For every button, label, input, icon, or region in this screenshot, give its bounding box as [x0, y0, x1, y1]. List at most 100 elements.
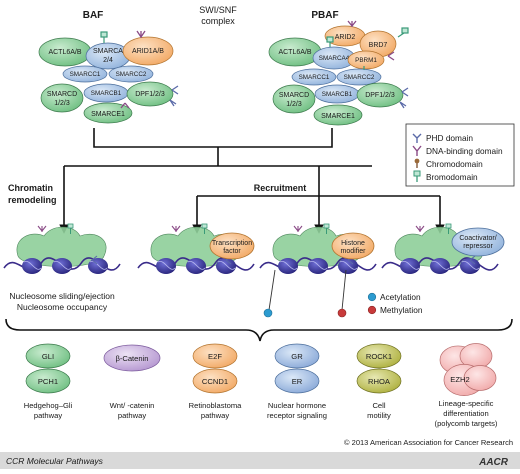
pathway-6: EZH2Lineage-specificdifferentiation(poly…	[435, 343, 498, 428]
pathway-caption-line1: Retinoblastoma	[189, 401, 243, 410]
pathway-oval-top	[274, 343, 320, 369]
nucleosome	[88, 258, 108, 274]
chromatin-scene-3	[259, 223, 377, 274]
chromatin-scene-4	[381, 223, 499, 274]
pathway-top-label: GLI	[42, 352, 54, 361]
pbaf-smarcb1: SMARCB1	[322, 91, 353, 98]
pbaf-smarca4: SMARCA4	[319, 55, 350, 62]
baf-complex: ACTL6A/B SMARCA 2/4 ARID1A/B SMARCC1 SMA…	[38, 30, 179, 124]
methylation-dot-icon	[367, 305, 377, 315]
legend-label-chromodomain: Chromodomain	[426, 159, 483, 169]
pathway-caption-line2: motility	[367, 411, 391, 420]
acetylation-legend: Acetylation	[367, 292, 421, 302]
pathway-caption-line1: Hedgehog–Gli	[24, 401, 73, 410]
nucleosome-caption-line1: Nucleosome sliding/ejection	[9, 291, 115, 301]
pathway-bottom-label: ER	[292, 377, 303, 386]
chromatin-remodeling-label-line1: Chromatin	[8, 183, 53, 193]
pbaf-dna-binding-icon	[347, 20, 395, 61]
baf-smarce1: SMARCE1	[91, 111, 125, 118]
nucleosome	[156, 258, 176, 274]
dna-binding-icon	[37, 225, 47, 232]
dna-binding-icon	[293, 225, 303, 232]
methylation-label: Methylation	[380, 305, 423, 315]
pbaf-pbrm1: PBRM1	[355, 57, 377, 64]
pathway-caption-line2: differentiation	[443, 409, 488, 418]
copyright: © 2013 American Association for Cancer R…	[344, 438, 513, 447]
pathway-oval-top	[192, 343, 238, 369]
pathway-caption-line2: pathway	[34, 411, 62, 420]
baf-dna-binding-icon-2	[120, 102, 130, 109]
bromodomain-icon	[201, 223, 208, 229]
journal-name: CCR Molecular Pathways	[6, 456, 104, 466]
curly-brace	[5, 318, 513, 342]
acetylation-mark	[263, 269, 276, 318]
nucleosome	[186, 258, 206, 274]
pathway-top-label: ROCK1	[366, 352, 392, 361]
baf-smarca: SMARCA	[93, 48, 123, 55]
nucleosome	[22, 258, 42, 274]
legend-label-dna-binding: DNA-binding domain	[426, 146, 503, 156]
phd-icon	[412, 133, 422, 143]
connector-lines	[59, 128, 445, 234]
pbaf-actl6: ACTL6A/B	[278, 49, 311, 56]
pbaf-phd-icon	[399, 87, 409, 109]
histone-modifier-label-line1: Histone	[341, 240, 365, 247]
legend-label-bromodomain: Bromodomain	[426, 172, 478, 182]
transcription-factor-label-line2: factor	[223, 248, 241, 255]
pathway-oval-bottom	[274, 368, 320, 394]
legend-label-phd: PHD domain	[426, 133, 473, 143]
histone-modifier-label-line2: modifier	[341, 248, 367, 255]
acetylation-dot-icon	[367, 292, 377, 302]
pathway-top-label: β-Catenin	[115, 354, 148, 363]
baf-dpf: DPF1/2/3	[135, 91, 165, 98]
pathway-caption-line1: Lineage-specific	[439, 399, 494, 408]
pathway-oval-top	[356, 343, 402, 369]
pbaf-arid2: ARID2	[335, 34, 356, 41]
baf-arid: ARID1A/B	[132, 48, 164, 55]
transcription-factor-label-line1: Transcription	[212, 240, 252, 247]
histone-modifier-bubble	[331, 232, 375, 260]
nucleosome-caption-line2: Nucleosome occupancy	[17, 302, 108, 312]
nucleosome	[52, 258, 72, 274]
pathway-top-label: GR	[291, 352, 303, 361]
pathway-caption-line1: Wnt/ -catenin	[110, 401, 155, 410]
baf-smarcb1: SMARCB1	[91, 90, 122, 97]
complex-title-line1: SWI/SNF	[199, 5, 237, 15]
pathway-caption-line1: Nuclear hormone	[268, 401, 326, 410]
baf-dna-binding-icon	[136, 30, 146, 38]
nucleosome	[308, 258, 328, 274]
pathway-caption-line1: Cell	[372, 401, 385, 410]
baf-smarca-sub: 2/4	[103, 57, 113, 64]
pbaf-smarce1: SMARCE1	[321, 113, 355, 120]
pathway-oval-top	[25, 343, 71, 369]
pbaf-complex: ARID2 BRD7 ACTL6A/B SMARCA4 PBRM1 SMARCC…	[268, 20, 409, 126]
phd-icon	[91, 255, 98, 265]
nucleosome	[278, 258, 298, 274]
bromodomain-icon	[445, 223, 452, 229]
bromodomain-icon	[323, 223, 330, 229]
pbaf-dpf: DPF1/2/3	[365, 92, 395, 99]
chromatin-scenes	[3, 223, 499, 274]
pathway-top-label: E2F	[208, 352, 222, 361]
pathway-oval	[463, 365, 497, 391]
baf-smarcd: SMARCD	[47, 91, 77, 98]
baf-title: BAF	[83, 10, 104, 21]
legend: PHD domain DNA-binding domain Chromodoma…	[405, 123, 515, 187]
coactivator-repressor-bubble	[451, 227, 505, 257]
pathway-oval	[103, 344, 161, 372]
baf-smarcc1: SMARCC1	[70, 71, 101, 78]
pbaf-title: PBAF	[311, 10, 338, 21]
pbaf-bromodomain-icon	[326, 27, 409, 70]
baf-bromodomain-icon	[100, 31, 108, 43]
pathway-caption-line2: receptor signaling	[267, 411, 327, 420]
pathway-caption-line2: pathway	[118, 411, 146, 420]
pathway-caption-line2: pathway	[201, 411, 229, 420]
baf-smarcd-sub: 1/2/3	[54, 100, 70, 107]
methylation-legend: Methylation	[367, 305, 423, 315]
